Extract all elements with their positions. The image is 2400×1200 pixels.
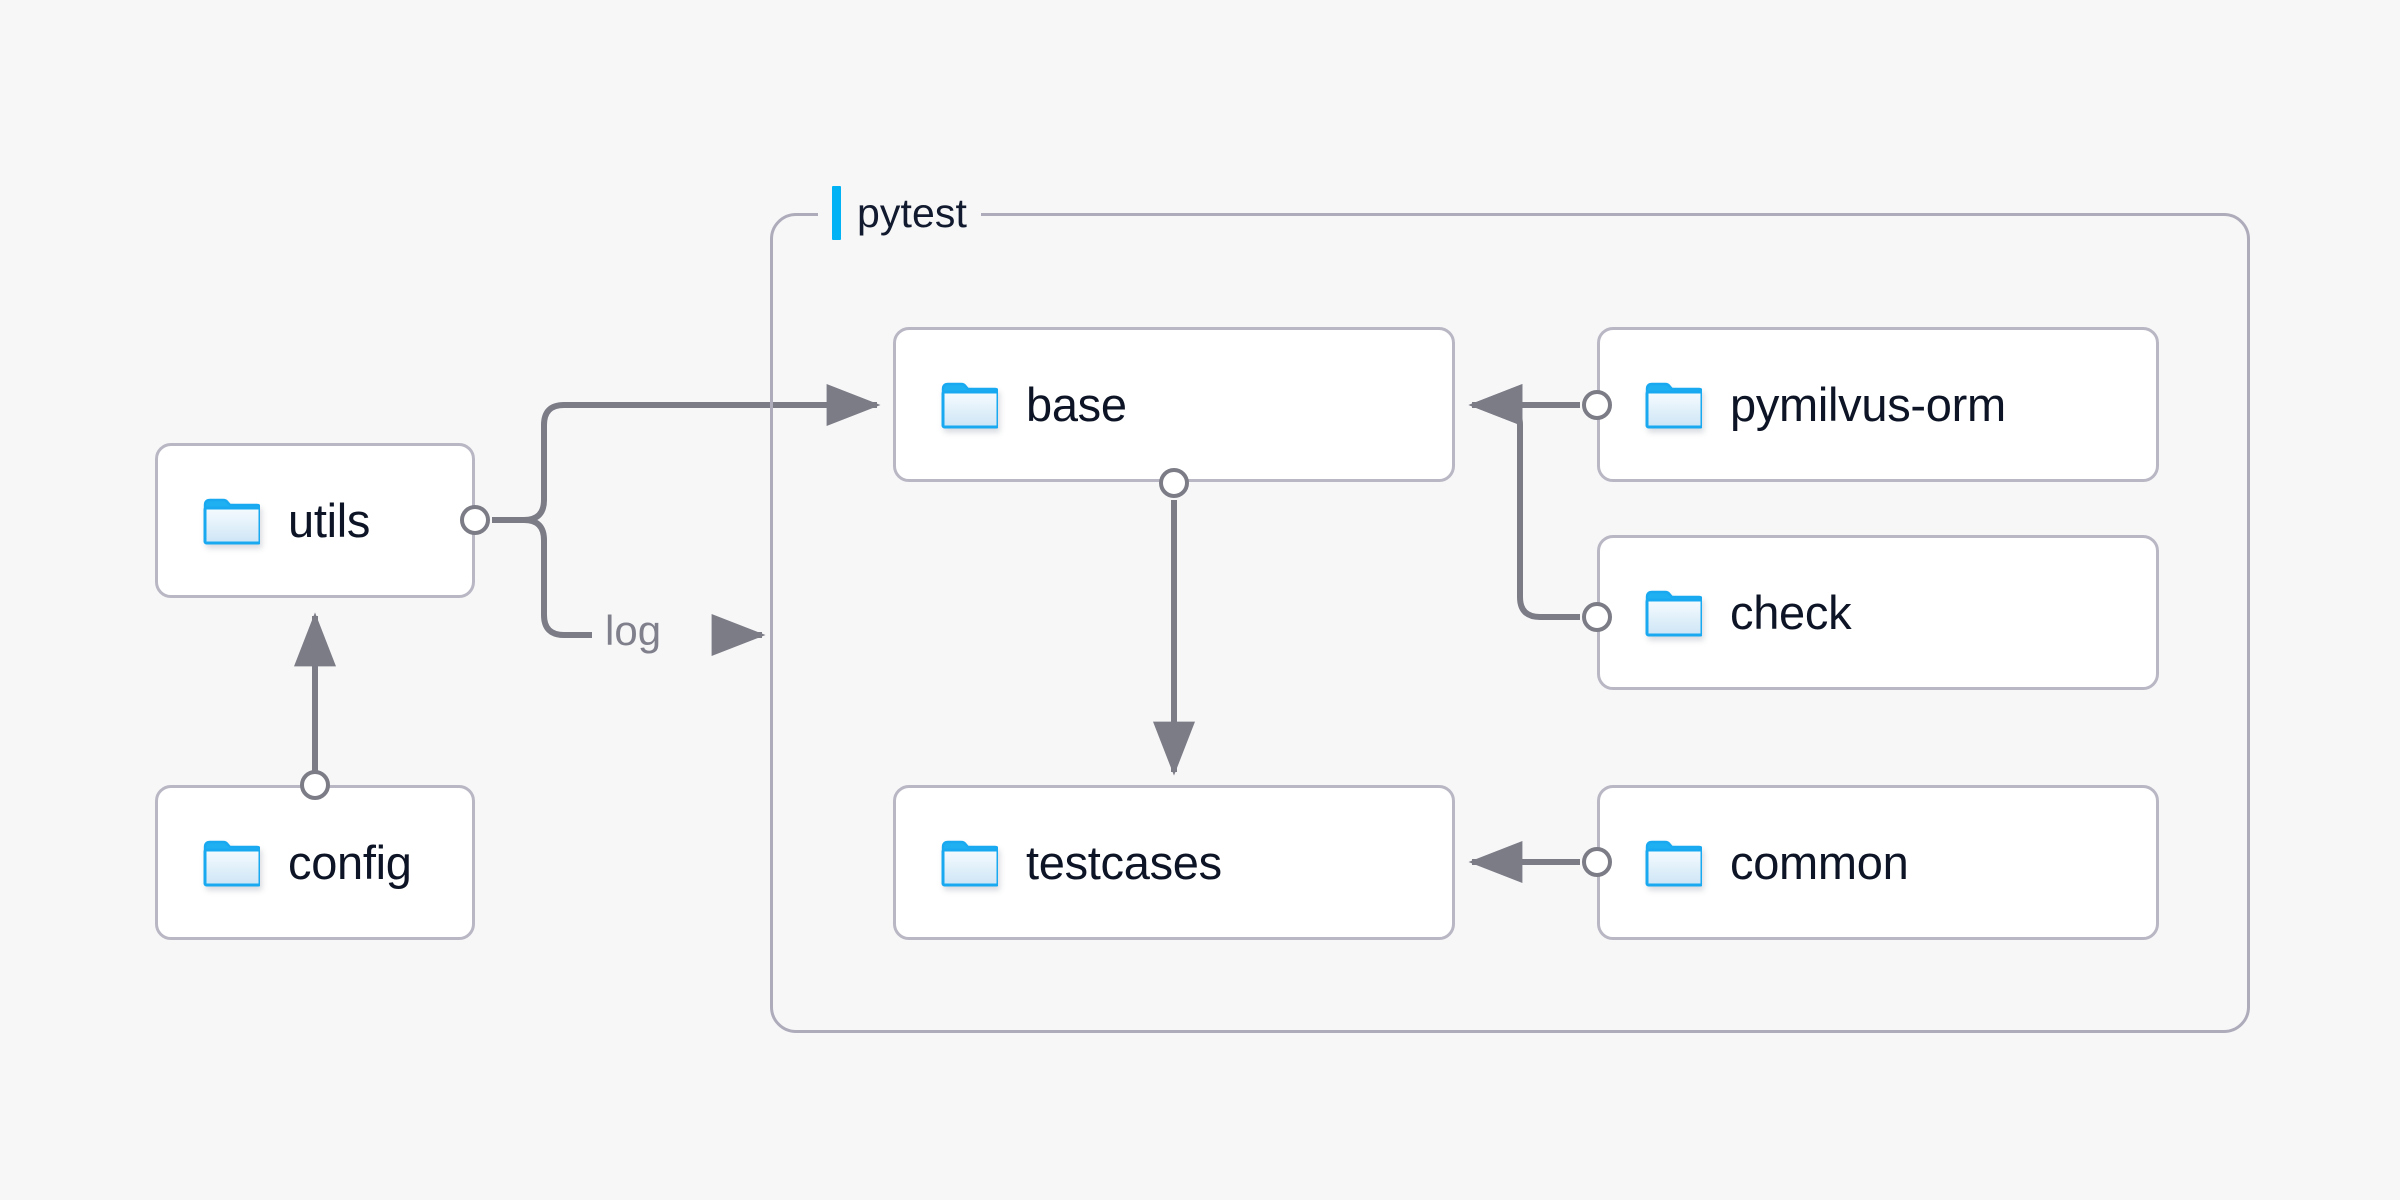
node-config[interactable]: config: [155, 785, 475, 940]
node-label: common: [1730, 836, 1909, 889]
node-check[interactable]: check: [1597, 535, 2159, 690]
node-common[interactable]: common: [1597, 785, 2159, 940]
port-base-bottom[interactable]: [1159, 468, 1189, 498]
node-utils[interactable]: utils: [155, 443, 475, 598]
folder-icon: [202, 496, 260, 546]
node-testcases[interactable]: testcases: [893, 785, 1455, 940]
node-label: testcases: [1026, 836, 1222, 889]
group-label-text: pytest: [857, 189, 967, 236]
node-label: utils: [288, 494, 371, 547]
folder-icon: [940, 380, 998, 430]
node-pymilvus-orm[interactable]: pymilvus-orm: [1597, 327, 2159, 482]
port-common-left[interactable]: [1582, 847, 1612, 877]
port-utils-right[interactable]: [460, 505, 490, 535]
node-label: config: [288, 836, 412, 889]
folder-icon: [1644, 588, 1702, 638]
folder-icon: [202, 838, 260, 888]
node-label: pymilvus-orm: [1730, 378, 2006, 431]
group-accent-bar: [832, 186, 841, 240]
edge-utils-log: [492, 517, 592, 638]
edge-label-log: log: [605, 607, 662, 654]
folder-icon: [1644, 838, 1702, 888]
node-label: base: [1026, 378, 1127, 431]
folder-icon: [1644, 380, 1702, 430]
port-config-top[interactable]: [300, 770, 330, 800]
port-check-left[interactable]: [1582, 602, 1612, 632]
group-container-pytest[interactable]: [770, 213, 2250, 1033]
folder-icon: [940, 838, 998, 888]
group-label-pytest: pytest: [818, 184, 981, 242]
node-label: check: [1730, 586, 1852, 639]
node-base[interactable]: base: [893, 327, 1455, 482]
port-pymilvus-left[interactable]: [1582, 390, 1612, 420]
